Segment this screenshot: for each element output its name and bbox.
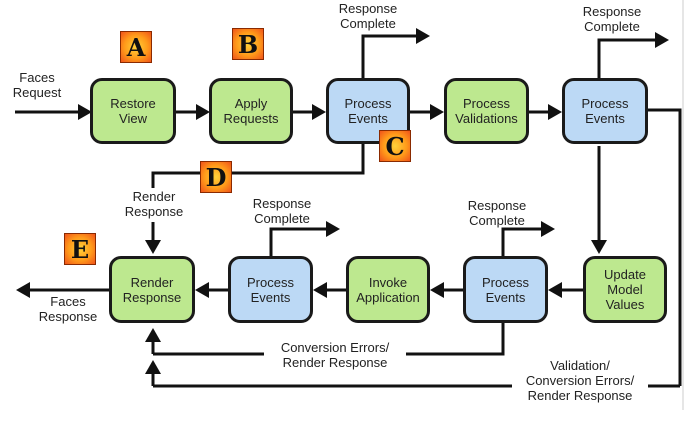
node-process-events-3: Process Events xyxy=(463,256,548,323)
arrowhead xyxy=(430,104,444,120)
node-render-response: Render Response xyxy=(109,256,195,323)
edge-response-complete-3 xyxy=(501,227,543,256)
label-faces-response: Faces Response xyxy=(38,294,98,324)
label-conversion-errors: Conversion Errors/ Render Response xyxy=(264,340,406,370)
edge-response-complete-4 xyxy=(269,227,328,256)
label-faces-request: Faces Request xyxy=(12,70,62,100)
edge-conversion-loop xyxy=(406,322,505,356)
node-apply-requests: Apply Requests xyxy=(209,78,293,144)
arrowhead xyxy=(313,282,327,298)
badge-b: B xyxy=(232,28,264,60)
arrowhead xyxy=(591,240,607,254)
label-response-complete-2: Response Complete xyxy=(582,4,642,34)
arrowhead xyxy=(326,221,340,237)
edge-response-complete-1 xyxy=(361,34,418,78)
arrowhead xyxy=(430,282,444,298)
arrowhead xyxy=(16,282,30,298)
arrowhead xyxy=(145,360,161,374)
arrowhead xyxy=(541,221,555,237)
arrowhead xyxy=(416,28,430,44)
arrowhead xyxy=(145,240,161,254)
edge-response-complete-2 xyxy=(597,38,657,78)
arrowhead xyxy=(312,104,326,120)
node-process-events-4: Process Events xyxy=(228,256,313,323)
arrowhead xyxy=(548,104,562,120)
node-process-events-2: Process Events xyxy=(562,78,648,144)
node-invoke-application: Invoke Application xyxy=(346,256,430,323)
arrowhead xyxy=(78,104,92,120)
label-render-response: Render Response xyxy=(112,189,196,219)
badge-d: D xyxy=(200,161,232,193)
label-response-complete-4: Response Complete xyxy=(252,196,312,226)
node-restore-view: Restore View xyxy=(90,78,176,144)
label-validation-errors: Validation/ Conversion Errors/ Render Re… xyxy=(512,358,648,403)
edge-validation-loop xyxy=(647,108,682,386)
badge-e: E xyxy=(64,233,96,265)
label-response-complete-1: Response Complete xyxy=(338,1,398,31)
arrowhead xyxy=(548,282,562,298)
arrowhead xyxy=(655,32,669,48)
node-update-model-values: Update Model Values xyxy=(583,256,667,323)
node-process-validations: Process Validations xyxy=(444,78,529,144)
arrowhead xyxy=(196,104,210,120)
label-response-complete-3: Response Complete xyxy=(467,198,527,228)
arrowhead xyxy=(195,282,209,298)
arrowhead xyxy=(145,328,161,342)
edge-render-response xyxy=(151,143,365,188)
badge-a: A xyxy=(120,31,152,63)
badge-c: C xyxy=(379,130,411,162)
